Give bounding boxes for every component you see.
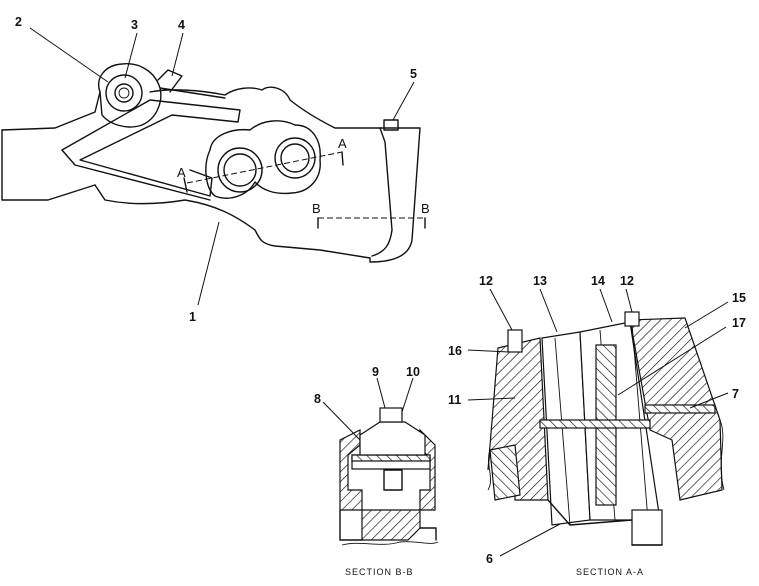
callout-12-right: 12	[620, 274, 634, 288]
callout-11: 11	[448, 393, 461, 407]
callout-1: 1	[189, 310, 196, 324]
callout-16: 16	[448, 344, 462, 358]
section-marker-b-right: B	[421, 201, 430, 216]
callout-13: 13	[533, 274, 547, 288]
callout-6: 6	[486, 552, 493, 566]
section-marker-a-right: A	[338, 136, 347, 151]
caption-section-bb: SECTION B-B	[345, 567, 414, 577]
main-view-drawing	[1, 63, 426, 263]
callout-15: 15	[732, 291, 746, 305]
callout-9: 9	[372, 365, 379, 379]
callout-4: 4	[178, 18, 185, 32]
callout-14: 14	[591, 274, 605, 288]
callout-17: 17	[732, 316, 746, 330]
callout-7: 7	[732, 387, 739, 401]
section-bb-drawing	[339, 407, 439, 546]
callout-2: 2	[15, 15, 22, 29]
caption-section-aa: SECTION A-A	[576, 567, 644, 577]
section-aa-leaders	[467, 288, 729, 557]
callout-3: 3	[131, 18, 138, 32]
callout-5: 5	[410, 67, 417, 81]
callout-10: 10	[406, 365, 420, 379]
callout-12-left: 12	[479, 274, 493, 288]
section-marker-b-left: B	[312, 201, 321, 216]
section-marker-a-left: A	[177, 165, 186, 180]
main-view-leaders	[29, 27, 415, 306]
section-aa-drawing	[487, 311, 725, 546]
section-bb-leaders	[322, 377, 414, 441]
callout-8: 8	[314, 392, 321, 406]
